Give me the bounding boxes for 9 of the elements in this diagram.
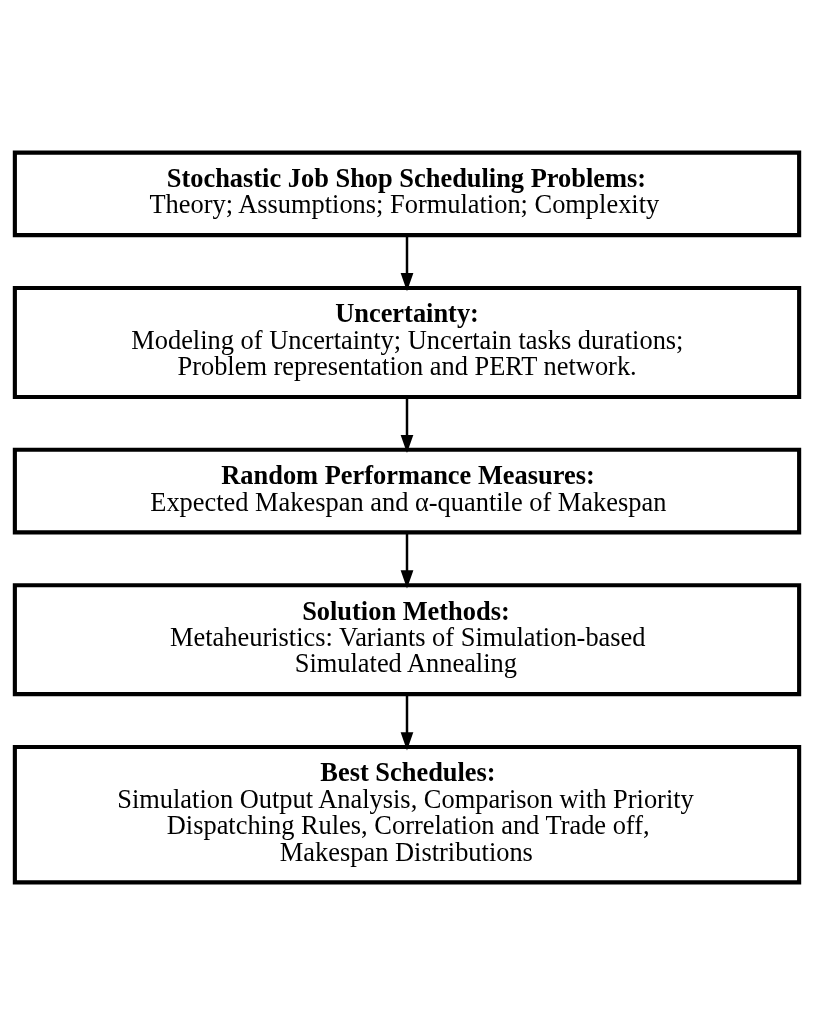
arrow [400, 396, 414, 453]
node-box: Solution Methods: Metaheuristics: Variants of Simulation-based Simulated Annealing [12, 582, 802, 696]
node-box: Uncertainty: Modeling of Uncertainty; Uncertain tasks durations; Problem representation and PERT network. [12, 285, 802, 399]
arrow [400, 234, 414, 291]
node-box: Random Performance Measures: Expected Makespan and α-quantile of Makespan [12, 447, 802, 534]
node-box: Stochastic Job Shop Scheduling Problems: Theory; Assumptions; Formulation; Complexity [12, 150, 802, 237]
arrow [400, 531, 414, 588]
node-box: Best Schedules: Simulation Output Analysis, Comparison with Priority Dispatching Rules, Correlation and Trade off, Makespan Distributions [12, 744, 802, 884]
arrow [400, 693, 414, 750]
